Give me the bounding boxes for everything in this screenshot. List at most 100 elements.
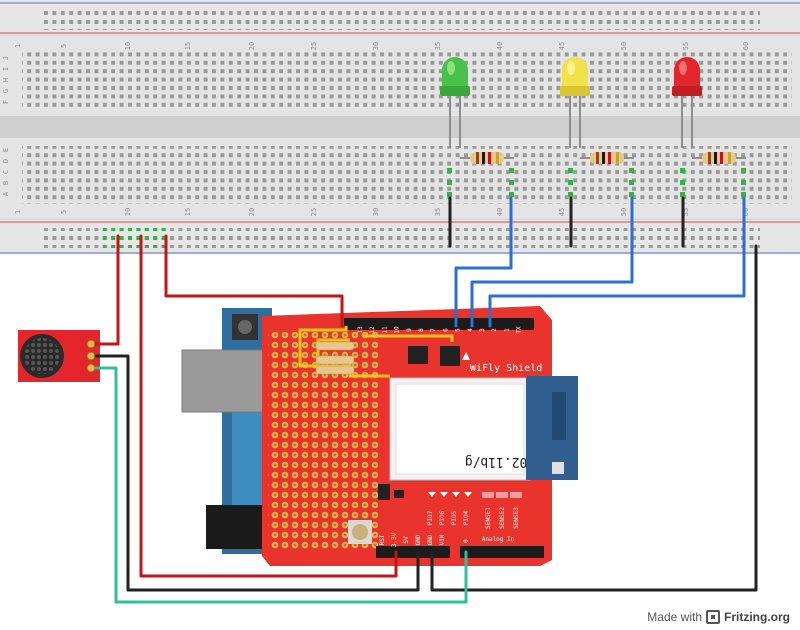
digital-pin-label: 2: [491, 328, 498, 332]
power-pin-label: 3.3V: [391, 532, 398, 547]
digital-header: [344, 318, 534, 330]
analog-pin-label: 0: [463, 539, 470, 543]
digital-pin-label: 4: [467, 328, 474, 332]
column-number: 40: [496, 42, 504, 50]
row-letter: I: [2, 67, 10, 71]
power-pin-label: 5V: [403, 536, 410, 544]
pio-label: PIO5: [451, 510, 458, 525]
pio-label: PIO4: [463, 510, 470, 525]
column-number: 50: [620, 42, 628, 50]
shield-title: WiFly Shield: [470, 363, 542, 374]
column-number: 55: [682, 42, 690, 50]
digital-pin-label: 11: [381, 326, 388, 334]
power-pin-label: RST: [379, 534, 386, 545]
wire-blue-led1: [454, 196, 513, 328]
digital-pin-label: TX: [516, 326, 523, 334]
column-number: 45: [558, 42, 566, 50]
sense-pads: [482, 492, 522, 498]
microphone-module[interactable]: [18, 330, 100, 382]
shield-button[interactable]: [348, 520, 372, 544]
analog-header: [460, 546, 544, 558]
row-letter: H: [2, 78, 10, 82]
usb-connector: [181, 349, 267, 413]
column-number: 35: [434, 42, 442, 50]
row-letter: G: [2, 89, 10, 93]
column-number: 60: [742, 42, 750, 50]
column-number: 25: [310, 42, 318, 50]
fritzing-brand[interactable]: Fritzing.org: [724, 610, 790, 624]
column-number: 20: [248, 42, 256, 50]
row-letter: D: [2, 159, 10, 163]
row-letter: C: [2, 170, 10, 174]
fritzing-logo-icon: [706, 610, 720, 624]
column-number: 35: [434, 208, 442, 216]
power-jack: [206, 505, 266, 549]
wire-red-3: [139, 234, 398, 578]
led-yellow[interactable]: [560, 57, 590, 148]
led-green[interactable]: [440, 57, 470, 148]
pio-arrows: [428, 492, 472, 497]
digital-pin-label: 9: [406, 328, 413, 332]
resistor-1[interactable]: [460, 152, 514, 164]
power-pin-label: GND: [427, 534, 434, 545]
fritzing-credit: Made with Fritzing.org: [647, 610, 790, 624]
wire-teal-mic: [94, 366, 468, 604]
column-number: 50: [620, 208, 628, 216]
power-pin-label: VIN: [439, 534, 446, 545]
row-letter: A: [2, 191, 10, 196]
row-letter: B: [2, 181, 10, 185]
pio-label: PIO6: [439, 510, 446, 525]
arduino-board: [181, 308, 272, 554]
wire-black-mic: [94, 354, 420, 592]
wire-blue-led3: [488, 196, 746, 328]
analog-in-label: Analog In: [482, 536, 515, 543]
top-terminal-strip: [0, 36, 800, 116]
wire-black-gnd: [430, 244, 758, 592]
digital-pin-label: 1: [503, 328, 510, 332]
led-connection-holes: [447, 168, 746, 197]
column-number: 30: [372, 208, 380, 216]
row-letter: F: [2, 100, 10, 104]
column-number: 45: [558, 208, 566, 216]
top-power-rail: [0, 0, 800, 34]
digital-pin-label: 7: [430, 328, 437, 332]
microphone-icon: [24, 338, 60, 374]
chip-2: [440, 346, 460, 366]
column-number: 5: [60, 210, 68, 214]
wire-blue-led2: [470, 196, 634, 328]
row-letter: J: [2, 56, 10, 60]
column-number: 15: [184, 208, 192, 216]
column-number: 40: [496, 208, 504, 216]
column-number: 1: [14, 44, 22, 48]
led-red[interactable]: [672, 57, 702, 148]
digital-pin-label: 5: [455, 328, 462, 332]
column-number: 5: [60, 44, 68, 48]
digital-pin-label: 6: [442, 328, 449, 332]
yellow-jumpers: [298, 326, 454, 378]
resistor-3[interactable]: [692, 152, 746, 164]
bottom-terminal-strip: [0, 138, 800, 218]
shield-resistors: [315, 341, 355, 375]
sense-label: SENSE3: [513, 507, 520, 529]
power-pin-label: GND: [415, 534, 422, 545]
column-number: 15: [184, 42, 192, 50]
wire-red-1: [164, 234, 344, 328]
column-number: 25: [310, 208, 318, 216]
resistor-2[interactable]: [580, 152, 634, 164]
wifi-module-label: 802.11b/g: [465, 454, 535, 469]
pio-label: PIO7: [427, 510, 434, 525]
chip-1: [408, 346, 428, 364]
shield-flag-icon: [462, 352, 470, 360]
digital-pin-label: 10: [394, 326, 401, 334]
column-number: 10: [124, 42, 132, 50]
column-number: 20: [248, 208, 256, 216]
column-number: 10: [124, 208, 132, 216]
column-number: 30: [372, 42, 380, 50]
power-header: [376, 546, 450, 558]
digital-pin-label: 13: [357, 326, 364, 334]
breadboard: JIHGFEDCBA115510101515202025253030353540…: [0, 0, 800, 254]
column-number: 1: [14, 210, 22, 214]
